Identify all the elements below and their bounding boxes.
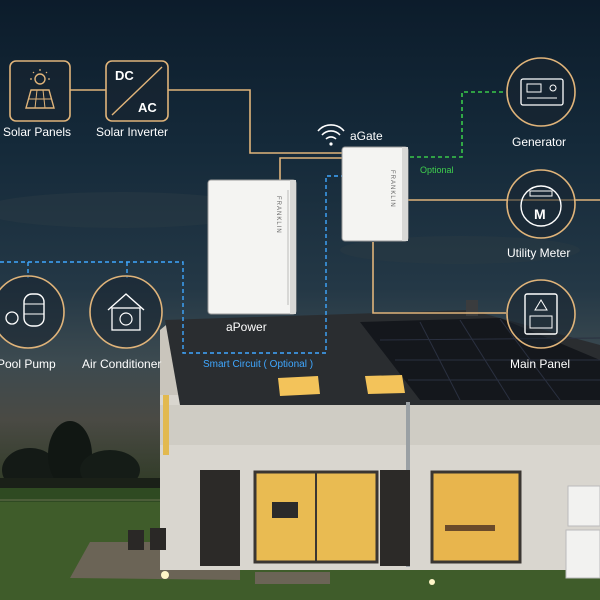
- solar-inverter-label: Solar Inverter: [96, 125, 169, 139]
- solar-inverter-icon: DC AC: [105, 60, 169, 122]
- meter-letter: M: [534, 206, 546, 222]
- inverter-ac-text: AC: [138, 100, 157, 115]
- solar-panels-icon: [9, 60, 71, 122]
- optional-label: Optional: [420, 165, 454, 175]
- solar-panels-label: Solar Panels: [3, 125, 72, 139]
- agate-label: aGate: [350, 129, 383, 143]
- agate-brand-text: FRANKLIN: [389, 170, 395, 208]
- utility-meter-icon: M: [506, 169, 576, 239]
- wall-battery-unit: [567, 485, 600, 527]
- pool-pump-icon: [0, 275, 65, 349]
- apower-label: aPower: [226, 320, 267, 334]
- main-panel-label: Main Panel: [510, 357, 571, 371]
- main-panel-icon: [506, 279, 576, 349]
- skylight: [278, 376, 320, 396]
- inverter-dc-text: DC: [115, 68, 134, 83]
- agate-device: [341, 146, 409, 242]
- optional-generator-line: [410, 91, 506, 158]
- apower-brand-text: FRANKLIN: [275, 196, 281, 234]
- smart-circuit-label: Smart Circuit ( Optional ): [203, 359, 314, 370]
- pool-pump-label: Pool Pump: [0, 357, 56, 371]
- apower-device: [207, 179, 297, 315]
- air-conditioner-label: Air Conditioner: [82, 357, 162, 371]
- air-conditioner-icon: [89, 275, 163, 349]
- trees: [0, 421, 160, 492]
- dining-room-window: [432, 472, 520, 562]
- generator-icon: [506, 57, 576, 127]
- smart-circuit-lines: [0, 175, 342, 354]
- wifi-icon: [317, 124, 345, 146]
- utility-meter-label: Utility Meter: [507, 246, 571, 260]
- generator-label: Generator: [512, 135, 567, 149]
- power-lines: [70, 89, 600, 314]
- wall-battery-unit: [565, 529, 600, 579]
- skylight: [365, 375, 405, 394]
